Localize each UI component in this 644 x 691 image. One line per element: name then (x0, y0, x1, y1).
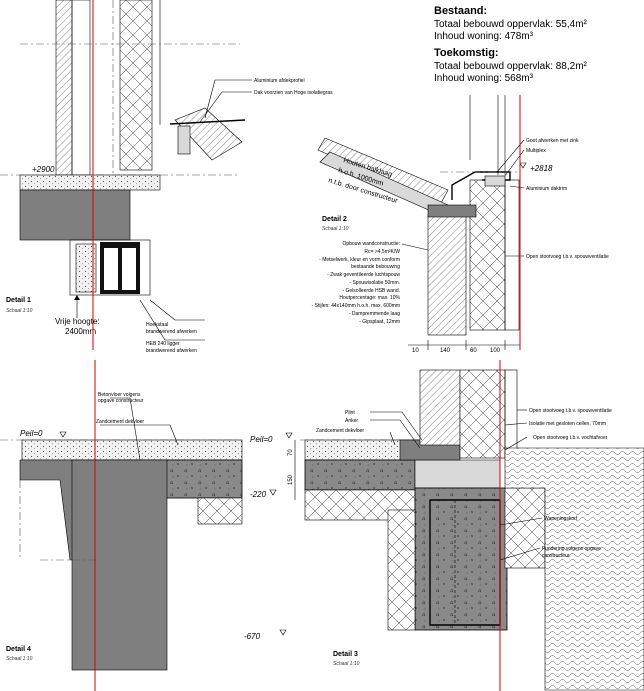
d3-soil (504, 447, 644, 691)
existing-volume: Inhoud woning: 478m³ (434, 31, 534, 42)
d2-wall-note: - Metselwerk, kleur en vorm conform (319, 257, 400, 263)
d1-title: Detail 1 (6, 297, 31, 304)
d1-note-roof: Dak voorzien van Hoge isolatiegras (254, 90, 333, 96)
d3-dim: 70 (288, 449, 294, 456)
future-volume: Inhoud woning: 568m³ (434, 73, 534, 84)
d2-wall-note: - Zwak geventileerde luchtspouw (327, 272, 400, 278)
detail-2: Houten balklaag h.o.h. 1000mm n.t.b. doo… (312, 95, 609, 354)
existing-title: Bestaand: (434, 5, 487, 17)
d2-wall-notes: Opbouw wandconstructie: Rc= >4,5m²K/W - … (312, 241, 401, 325)
d2-wall-note: Rc= >4,5m²K/W (364, 249, 400, 255)
d1-height-value: 2400mm (65, 327, 96, 336)
existing-area: Totaal bebouwd oppervlak: 55,4m² (434, 19, 588, 30)
d4-foundation-wall (71, 459, 168, 671)
d4-level-220: -220 (250, 490, 267, 499)
d2-scale: Schaal 1:10 (322, 226, 349, 232)
d1-note-corner: Hoekstaal (146, 322, 168, 328)
d3-dim: 150 (288, 474, 294, 485)
d1-note-heb2: brandwerend afwerken (146, 348, 197, 354)
d3-note-wapening: Wapeningskorf (544, 516, 578, 522)
d1-note-alu: Aluminium afdekprofiel (254, 78, 305, 84)
d1-insulated-wall (119, 0, 153, 171)
d1-screed (19, 174, 161, 191)
detail-4: Peil=0 -220 Betonvloer volgens opgave co… (0, 360, 277, 691)
d2-insulated-wall (469, 179, 506, 331)
d3-note-anker: Anker (345, 418, 358, 424)
d1-beam-box (69, 239, 151, 296)
future-area: Totaal bebouwd oppervlak: 88,2m² (434, 61, 588, 72)
d1-level: +2900 (32, 165, 55, 174)
d4-note-zand: Zandcement dekvloer (96, 419, 144, 425)
d1-alu-profile (177, 125, 191, 155)
d2-dim: 10 (412, 348, 419, 354)
d3-note-vocht: Open stootvoeg t.b.v. vochtafvoer (533, 435, 608, 441)
d2-wall-note: - Dampremmende laag (349, 311, 400, 317)
d1-height-label: Vrije hoogte: (55, 317, 100, 326)
d3-insulated-wall (459, 369, 506, 459)
d3-level-peil: Peil=0 (250, 435, 273, 444)
d3-note-zand: Zandcement dekvloer (316, 428, 364, 434)
d3-scale: Schaal 1:10 (333, 661, 360, 667)
d2-note-multiplex: Multiplex (526, 148, 546, 154)
d2-note-vent: Open stootvoeg t.b.v. spouwventilatie (526, 254, 609, 260)
d3-note-vent: Open stootvoeg t.b.v. spouwventilatie (529, 408, 612, 414)
d1-concrete-floor (19, 189, 131, 241)
d4-note-beton1: Betonvloer volgens (98, 392, 141, 398)
future-title: Toekomstig: (434, 47, 499, 59)
detail-3: Peil=0 -670 70 150 Plint Anker Zandcemen… (244, 360, 644, 691)
d4-screed (21, 439, 243, 461)
summary-block: Bestaand: Totaal bebouwd oppervlak: 55,4… (434, 5, 588, 84)
d2-gutter-base (427, 204, 477, 218)
d2-wall-note: Opbouw wandconstructie: (342, 241, 400, 247)
d1-note-heb: HEB 240 ligger (146, 341, 180, 347)
d2-wall-note: bestaande bebouwing (351, 264, 400, 270)
d2-wall-note: - Spouwisolatie 50mm. (349, 280, 400, 286)
d2-wall-note: - Gipsplaat, 12mm (359, 319, 400, 325)
d2-dim: 140 (440, 348, 451, 354)
d3-note-fund1: Fundering volgens opgave (542, 546, 601, 552)
d4-title: Detail 4 (6, 646, 31, 653)
d2-wall-note: - Gelsolleerde HSB wand. (342, 288, 400, 294)
d3-note-plint: Plint (345, 410, 355, 416)
detail-1: Aluminium afdekprofiel Dak voorzien van … (0, 0, 333, 354)
d4-level-peil: Peil=0 (20, 429, 43, 438)
d3-note-fund2: constructeur. (542, 553, 571, 559)
d1-roof-edge (174, 107, 243, 161)
d2-masonry-wall (427, 214, 467, 336)
d2-level: +2818 (530, 164, 553, 173)
d1-masonry-wall (55, 0, 73, 176)
d4-insulation (197, 497, 243, 525)
d3-title: Detail 3 (333, 651, 358, 658)
d1-cavity (71, 0, 91, 176)
d2-dim: 60 (470, 348, 477, 354)
d4-note-beton2: opgave constructeur (98, 398, 144, 404)
d3-concrete-floor (304, 459, 416, 491)
d3-note-iso: Isolatie met gesloten cellen, 70mm (529, 421, 606, 427)
d1-note-corner2: brandwerend afwerken (146, 329, 197, 335)
d3-level-670: -670 (244, 632, 261, 641)
d2-wall-note: Houtpercentage: max. 10% (339, 295, 400, 301)
d2-title: Detail 2 (322, 216, 347, 223)
d2-dim: 100 (490, 348, 501, 354)
d3-masonry-wall (419, 369, 461, 446)
d1-scale: Schaal 1:10 (6, 308, 33, 314)
d4-scale: Schaal 1:10 (6, 656, 33, 662)
d2-dimension-row: 10 140 60 100 (408, 340, 520, 354)
d2-note-gutter: Goot afwerken met zink (526, 138, 579, 144)
d2-note-alu: Aluminium daktrim (526, 186, 567, 192)
d3-foundation (414, 487, 508, 631)
d2-wall-note: - Stijlen: 44x140mm h.o.h. max. 600mm (312, 303, 400, 309)
